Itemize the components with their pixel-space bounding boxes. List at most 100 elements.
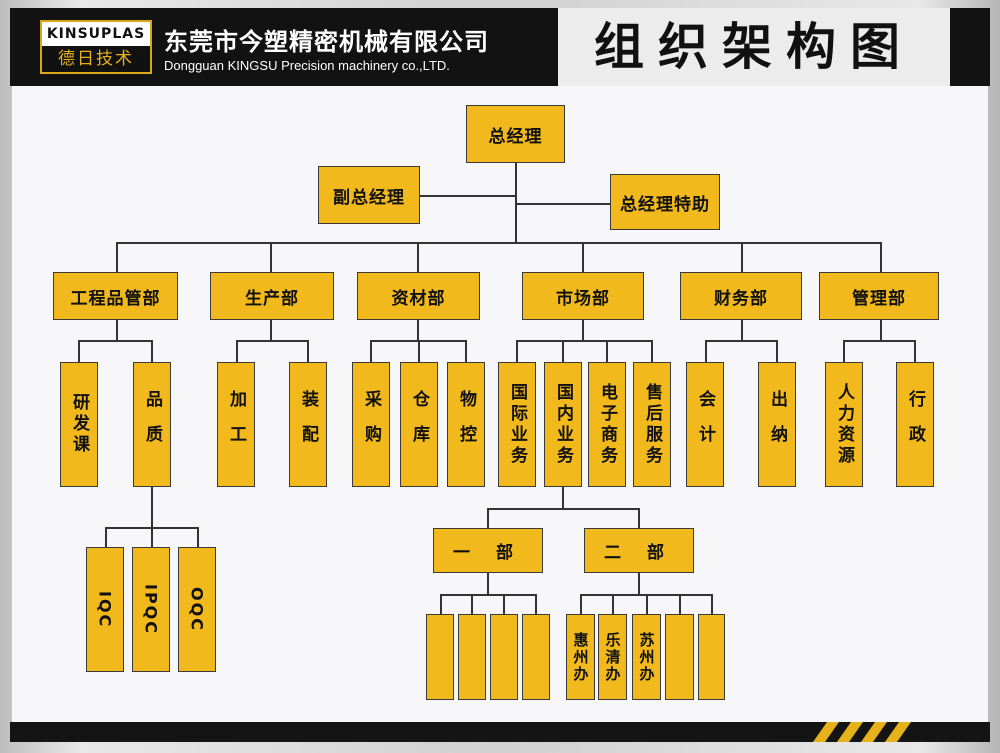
unit-machining: 加工	[217, 362, 255, 487]
logo-cn: 德日技术	[58, 49, 134, 69]
office-slot	[458, 614, 486, 700]
connector	[78, 340, 152, 342]
dept-marketing: 市场部	[522, 272, 644, 320]
connector	[307, 340, 309, 362]
connector	[880, 242, 882, 272]
connector	[487, 508, 639, 510]
unit-admin: 行政	[896, 362, 934, 487]
dept-finance: 财务部	[680, 272, 802, 320]
connector	[418, 340, 420, 362]
connector	[503, 594, 505, 614]
unit-iqc: IQC	[86, 547, 124, 672]
connector	[914, 340, 916, 362]
connector	[638, 508, 640, 528]
unit-ipqc: IPQC	[132, 547, 170, 672]
connector	[612, 594, 614, 614]
connector	[78, 340, 80, 362]
unit-intl-business: 国际业务	[498, 362, 536, 487]
connector	[417, 320, 419, 340]
connector	[487, 573, 489, 595]
division-two: 二 部	[584, 528, 694, 573]
connector	[562, 340, 564, 362]
connector	[651, 340, 653, 362]
connector	[270, 320, 272, 340]
dept-management: 管理部	[819, 272, 939, 320]
connector	[741, 242, 743, 272]
unit-ecommerce: 电子商务	[588, 362, 626, 487]
connector	[270, 242, 272, 272]
unit-material-control: 物控	[447, 362, 485, 487]
unit-domestic-business: 国内业务	[544, 362, 582, 487]
connector	[440, 594, 536, 596]
connector	[151, 527, 153, 547]
dept-production: 生产部	[210, 272, 334, 320]
footer-stripe	[836, 722, 864, 742]
unit-rnd: 研发课	[60, 362, 98, 487]
connector	[535, 594, 537, 614]
connector	[151, 487, 153, 527]
connector	[465, 340, 467, 362]
connector	[582, 242, 584, 272]
company-logo: KINSUPLAS 德日技术	[40, 20, 152, 74]
connector	[843, 340, 845, 362]
connector	[197, 527, 199, 547]
footer-stripe	[860, 722, 888, 742]
office-slot	[665, 614, 694, 700]
connector	[562, 487, 564, 509]
unit-assembly: 装配	[289, 362, 327, 487]
office-slot	[490, 614, 518, 700]
connector	[646, 594, 648, 614]
connector	[116, 242, 118, 272]
unit-cashier: 出纳	[758, 362, 796, 487]
connector	[580, 594, 582, 614]
title-panel: 组织架构图	[558, 8, 950, 86]
footer-stripe	[884, 722, 912, 742]
connector	[516, 340, 518, 362]
unit-quality: 品质	[133, 362, 171, 487]
office-slot	[426, 614, 454, 700]
connector	[370, 340, 372, 362]
unit-after-sales: 售后服务	[633, 362, 671, 487]
dept-materials: 资材部	[357, 272, 480, 320]
connector	[741, 320, 743, 340]
connector	[105, 527, 107, 547]
connector	[638, 573, 640, 595]
logo-brand: KINSUPLAS	[42, 22, 150, 46]
connector	[582, 320, 584, 340]
connector	[880, 320, 882, 340]
footer-bar	[10, 722, 990, 742]
unit-accounting: 会计	[686, 362, 724, 487]
dept-engineering-qc: 工程品管部	[53, 272, 178, 320]
deputy-gm-box: 副总经理	[318, 166, 420, 224]
general-manager-box: 总经理	[466, 105, 565, 163]
connector	[679, 594, 681, 614]
connector	[516, 340, 652, 342]
connector	[606, 340, 608, 362]
office-yueqing: 乐清办	[598, 614, 627, 700]
unit-warehouse: 仓库	[400, 362, 438, 487]
office-suzhou: 苏州办	[632, 614, 661, 700]
connector	[440, 594, 442, 614]
division-one: 一 部	[433, 528, 543, 573]
company-name-en: Dongguan KINGSU Precision machinery co.,…	[164, 58, 450, 73]
connector	[776, 340, 778, 362]
unit-purchasing: 采购	[352, 362, 390, 487]
connector	[711, 594, 713, 614]
connector	[515, 163, 517, 243]
page-title: 组织架构图	[594, 18, 914, 76]
unit-hr: 人力资源	[825, 362, 863, 487]
office-slot	[698, 614, 725, 700]
footer-stripe	[812, 722, 840, 742]
connector	[151, 340, 153, 362]
unit-oqc: OQC	[178, 547, 216, 672]
connector	[517, 203, 610, 205]
office-slot	[522, 614, 550, 700]
connector	[487, 508, 489, 528]
connector	[236, 340, 308, 342]
connector	[116, 320, 118, 340]
company-name-cn: 东莞市今塑精密机械有限公司	[164, 28, 489, 56]
connector	[471, 594, 473, 614]
connector	[236, 340, 238, 362]
connector	[705, 340, 777, 342]
office-huizhou: 惠州办	[566, 614, 595, 700]
